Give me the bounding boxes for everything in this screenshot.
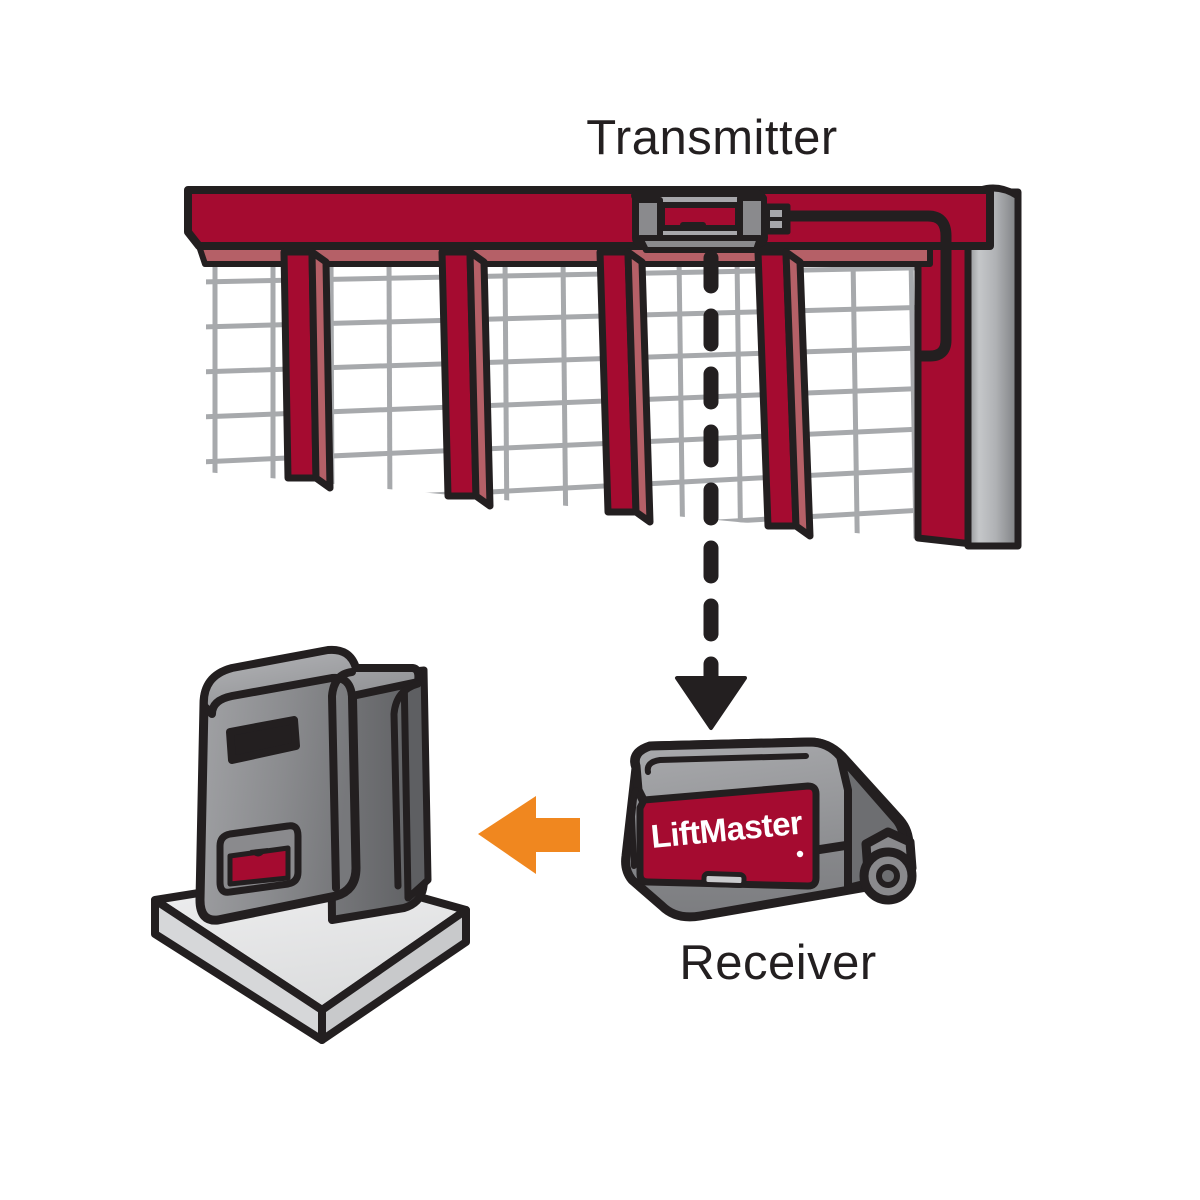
sliding-gate xyxy=(184,184,1022,550)
liftmaster-logo-plate: LiftMaster xyxy=(636,782,820,890)
receiver-vent-slot xyxy=(701,870,747,889)
gate-operator-assembly xyxy=(151,645,470,1044)
gate-picket xyxy=(754,248,814,540)
gate-pickets xyxy=(280,248,814,540)
gate-picket xyxy=(438,248,494,510)
transmitter-connector xyxy=(761,203,791,235)
transmitter-label: Transmitter xyxy=(586,111,838,165)
receiver-device[interactable]: LiftMaster xyxy=(621,737,917,922)
operator-indicator-panel[interactable] xyxy=(216,822,302,896)
transmitter-tab xyxy=(680,222,706,231)
operator-rear-panel xyxy=(400,666,432,902)
operator-vent-slot xyxy=(226,716,300,764)
wireless-signal-arrow xyxy=(675,250,747,730)
signal-arrowhead xyxy=(675,676,747,730)
receiver-to-operator-arrow xyxy=(478,796,580,874)
operator-corner-seam xyxy=(327,668,356,892)
transmitter-device[interactable] xyxy=(631,189,791,253)
transmitter-cable xyxy=(784,210,952,362)
receiver-antenna-connector[interactable] xyxy=(859,827,917,905)
gate-picket xyxy=(596,248,654,526)
gate-picket xyxy=(280,248,334,492)
receiver-label: Receiver xyxy=(679,936,877,990)
